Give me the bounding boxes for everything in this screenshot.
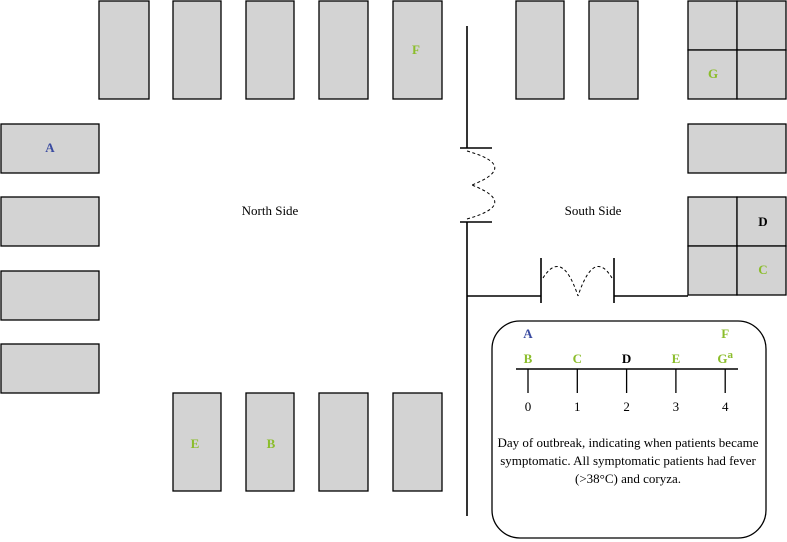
- timeline-caption: Day of outbreak, indicating when patient…: [497, 435, 759, 486]
- door-swing-upper-b: [466, 184, 496, 220]
- room-top-6: [515, 0, 565, 100]
- room-ne-4: [736, 49, 787, 100]
- timeline-lower-patient-B: B: [524, 351, 533, 366]
- room-top-5: [392, 0, 443, 100]
- timeline-lower-patient-C: C: [573, 351, 582, 366]
- room-bottom-1: [172, 392, 222, 492]
- room-east-1: [687, 123, 787, 174]
- room-se-1: [687, 196, 738, 247]
- room-bottom-2: [245, 392, 295, 492]
- timeline-ticks: 0 1 2 3 4: [525, 369, 729, 414]
- room-left-2: [0, 196, 100, 247]
- room-se-2: [736, 196, 787, 247]
- room-label-top-5: F: [412, 42, 420, 57]
- door-swing-lower-b: [577, 266, 613, 297]
- room-top-2: [172, 0, 222, 100]
- walls: [460, 26, 688, 516]
- room-label-se-2: D: [758, 214, 767, 229]
- timeline-upper-patient-F: F: [721, 326, 729, 341]
- room-ne-1: [687, 0, 738, 51]
- room-left-4: [0, 343, 100, 394]
- room-top-1: [98, 0, 150, 100]
- timeline-upper-patient-A: A: [523, 326, 533, 341]
- room-label-bottom-1: E: [191, 436, 200, 451]
- doors: [466, 150, 613, 297]
- room-bottom-3: [318, 392, 369, 492]
- timeline-tick-label-4: 4: [722, 399, 729, 414]
- door-swing-lower-a: [542, 266, 579, 297]
- room-se-3: [687, 245, 738, 296]
- room-ne-3: [687, 49, 738, 100]
- room-label-left-1: A: [45, 140, 55, 155]
- room-left-1: [0, 123, 100, 174]
- timeline-tick-label-1: 1: [574, 399, 581, 414]
- room-se-4: [736, 245, 787, 296]
- timeline-tick-label-3: 3: [673, 399, 680, 414]
- timeline-legend-box: [491, 320, 767, 539]
- room-top-7: [588, 0, 639, 100]
- room-bottom-4: [392, 392, 443, 492]
- timeline-tick-label-0: 0: [525, 399, 532, 414]
- timeline-lower-patient-E: E: [672, 351, 681, 366]
- timeline-tick-label-2: 2: [623, 399, 630, 414]
- room-label-group: F A E B G D C: [45, 42, 767, 451]
- timeline-lower-patient-D: D: [622, 351, 631, 366]
- south-side-label: South Side: [565, 203, 622, 218]
- room-left-3: [0, 270, 100, 321]
- room-label-se-4: C: [758, 262, 767, 277]
- room-top-4: [318, 0, 369, 100]
- door-swing-upper-a: [466, 150, 496, 186]
- room-top-3: [245, 0, 295, 100]
- room-label-ne-3: G: [708, 66, 718, 81]
- room-group: [0, 0, 787, 492]
- room-ne-2: [736, 0, 787, 51]
- north-side-label: North Side: [242, 203, 299, 218]
- room-label-bottom-2: B: [267, 436, 276, 451]
- timeline-superscript: a: [728, 349, 734, 361]
